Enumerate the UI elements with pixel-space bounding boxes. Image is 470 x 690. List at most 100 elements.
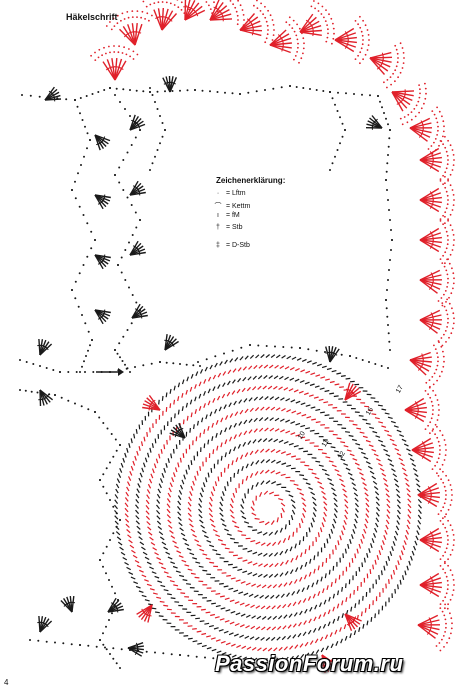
spiral-stitch bbox=[314, 385, 320, 388]
spiral-stitch bbox=[218, 629, 224, 632]
spiral-stitch bbox=[290, 432, 296, 435]
frame-chain bbox=[257, 344, 260, 347]
spiral-stitch bbox=[367, 409, 373, 412]
picot-dot bbox=[392, 72, 394, 75]
spiral-stitch bbox=[322, 623, 327, 629]
spiral-stitch bbox=[310, 651, 315, 656]
picot-dot bbox=[259, 10, 262, 12]
picot-dot bbox=[445, 309, 448, 312]
picot-dot bbox=[116, 14, 119, 17]
frame-chain bbox=[126, 196, 129, 199]
spiral-stitch bbox=[326, 538, 329, 544]
spiral-stitch bbox=[224, 597, 230, 600]
frame-chain bbox=[214, 355, 217, 358]
spiral-stitch bbox=[201, 417, 204, 423]
frame-chain bbox=[74, 297, 77, 300]
picot-dot bbox=[429, 385, 431, 388]
double-crochet-stitch bbox=[239, 29, 263, 32]
spiral-stitch bbox=[376, 506, 380, 512]
picot-dot bbox=[401, 47, 404, 49]
spiral-stitch bbox=[244, 493, 247, 499]
spiral-stitch bbox=[255, 482, 259, 487]
spiral-stitch bbox=[255, 636, 260, 641]
spiral-stitch bbox=[168, 524, 173, 529]
double-crochet-stitch bbox=[184, 0, 191, 21]
spiral-stitch bbox=[169, 388, 172, 394]
picot-dot bbox=[445, 449, 447, 451]
picot-dot bbox=[265, 20, 268, 23]
picot-dot bbox=[451, 574, 454, 576]
spiral-stitch bbox=[178, 522, 183, 527]
frame-chain bbox=[77, 172, 79, 175]
picot-dot bbox=[433, 113, 436, 116]
spiral-stitch bbox=[209, 544, 215, 548]
spiral-stitch bbox=[198, 514, 203, 519]
spiral-stitch bbox=[340, 483, 346, 488]
spiral-stitch bbox=[265, 448, 270, 453]
frame-chain bbox=[84, 371, 86, 373]
double-crochet-stitch bbox=[409, 351, 431, 361]
picot-dot bbox=[439, 449, 441, 451]
scallop-fan bbox=[153, 7, 178, 31]
spiral-stitch bbox=[324, 389, 330, 393]
spiral-stitch bbox=[298, 523, 301, 529]
spiral-stitch bbox=[156, 557, 162, 561]
spiral-stitch bbox=[205, 477, 208, 483]
frame-chain bbox=[112, 657, 115, 660]
spiral-stitch bbox=[274, 417, 280, 422]
spiral-stitch bbox=[379, 467, 385, 472]
spiral-stitch bbox=[371, 475, 377, 480]
spiral-stitch bbox=[252, 500, 255, 506]
picot-dot bbox=[448, 262, 451, 265]
frame-chain bbox=[255, 90, 258, 93]
spiral-stitch bbox=[160, 448, 163, 454]
spiral-stitch bbox=[182, 579, 188, 582]
spiral-stitch bbox=[306, 416, 312, 419]
picot-dot bbox=[445, 474, 447, 477]
spiral-stitch bbox=[283, 646, 288, 651]
picot-dot bbox=[431, 110, 434, 112]
double-crochet-stitch bbox=[299, 29, 322, 33]
picot-dot bbox=[451, 209, 454, 211]
frame-chain bbox=[151, 94, 154, 96]
spiral-stitch bbox=[201, 632, 207, 636]
spiral-stitch bbox=[384, 529, 388, 535]
picot-dot bbox=[294, 55, 297, 57]
spiral-stitch bbox=[278, 439, 284, 443]
picot-dot bbox=[449, 612, 451, 615]
spiral-stitch bbox=[240, 504, 244, 509]
spiral-stitch bbox=[233, 422, 237, 428]
double-crochet-stitch bbox=[409, 359, 432, 363]
frame-chain bbox=[119, 101, 121, 103]
spiral-stitch bbox=[234, 622, 240, 627]
picot-dot bbox=[112, 17, 115, 20]
picot-dot bbox=[296, 38, 299, 41]
spiral-stitch bbox=[323, 501, 328, 506]
frame-chain bbox=[131, 294, 134, 296]
picot-dot bbox=[451, 494, 453, 496]
picot-dot bbox=[419, 88, 421, 91]
spiral-stitch bbox=[245, 582, 251, 586]
double-crochet-stitch bbox=[184, 0, 196, 21]
picot-dot bbox=[298, 61, 300, 64]
spiral-stitch bbox=[397, 509, 401, 515]
picot-dot bbox=[123, 18, 126, 20]
spiral-stitch bbox=[337, 454, 343, 457]
spiral-stitch bbox=[279, 657, 284, 662]
picot-dot bbox=[256, 7, 259, 9]
frame-chain bbox=[85, 95, 88, 97]
spiral-stitch bbox=[343, 624, 347, 630]
picot-dot bbox=[452, 272, 455, 275]
picot-dot bbox=[437, 440, 440, 443]
spiral-stitch bbox=[323, 611, 327, 617]
spiral-stitch bbox=[305, 439, 310, 442]
picot-dot bbox=[288, 16, 291, 19]
picot-dot bbox=[444, 603, 446, 606]
spiral-stitch bbox=[300, 653, 305, 659]
picot-dot bbox=[449, 484, 452, 486]
spiral-stitch bbox=[231, 460, 234, 466]
picot-dot bbox=[447, 558, 449, 561]
picot-dot bbox=[447, 603, 449, 606]
frame-chain bbox=[120, 271, 123, 274]
spiral-stitch bbox=[317, 565, 320, 571]
